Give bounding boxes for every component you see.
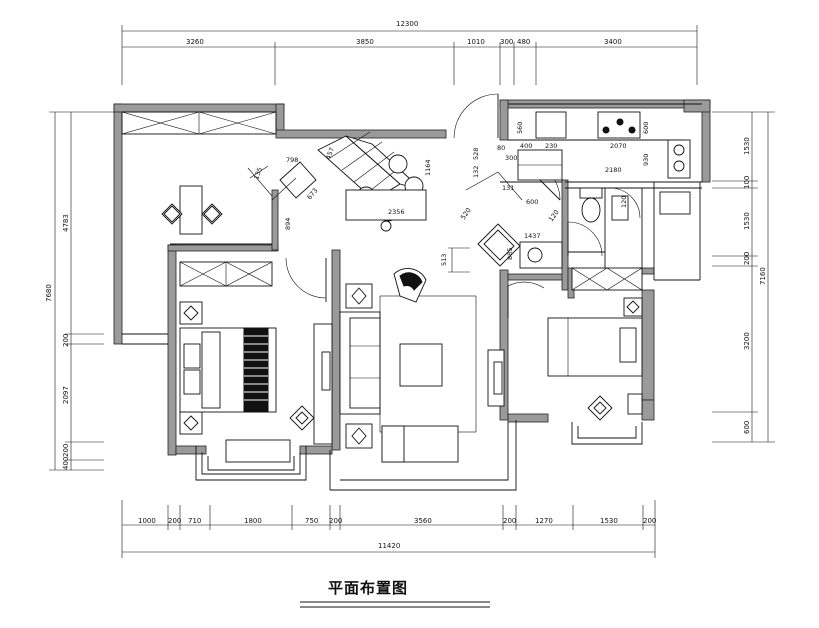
dining-dim-1164: 1164: [424, 159, 432, 176]
corridor-dim-528: 528: [472, 148, 480, 160]
kitchen-dim-400: 400: [520, 142, 532, 150]
left-dimensions: 7680 4783 200 2097 400 200: [45, 111, 120, 471]
living-room: [339, 268, 505, 463]
interior-lines: [121, 103, 702, 491]
left-dimension-4: 400: [62, 457, 70, 470]
kitchen-dim-300: 300: [505, 154, 517, 162]
dining-dim-673: 673: [305, 187, 319, 202]
second-bedroom: [547, 297, 643, 421]
kitchen-dim-2180: 2180: [605, 166, 622, 174]
right-dimension-2: 100: [743, 176, 751, 189]
right-dimension-3: 1530: [743, 212, 751, 230]
bath-dim-120: 120: [620, 196, 628, 208]
bottom-dimension-4: 1800: [244, 517, 262, 525]
top-dimension-5: 480: [517, 38, 530, 46]
bottom-dimension-9: 1270: [535, 517, 553, 525]
left-dimension-3: 2097: [62, 386, 70, 404]
bottom-total-dimension: 11420: [378, 542, 400, 550]
kitchen-dim-2070: 2070: [610, 142, 627, 150]
bottom-dimension-2: 200: [168, 517, 181, 525]
kitchen-dim-560: 560: [516, 122, 524, 134]
corridor-dim-1437: 1437: [524, 232, 541, 240]
bottom-dimension-1: 1000: [138, 517, 156, 525]
bathroom: 120: [571, 187, 691, 291]
corridor-dim-120: 120: [547, 208, 561, 223]
dining-area: 798 457 673 1164 2356 135: [247, 131, 432, 232]
left-dimension-1: 4783: [62, 214, 70, 232]
master-bedroom: [179, 261, 333, 463]
top-dimension-6: 3400: [604, 38, 622, 46]
right-dimension-6: 600: [743, 421, 751, 434]
bottom-dimension-6: 200: [329, 517, 342, 525]
top-dimension-3: 1010: [467, 38, 485, 46]
bottom-dimension-11: 200: [643, 517, 656, 525]
top-dimension-2: 3850: [356, 38, 374, 46]
corridor-dim-600: 600: [526, 198, 538, 206]
corridor-dim-131: 131: [502, 184, 514, 192]
top-dimension-4: 300: [500, 38, 513, 46]
kitchen: 560 400 230 2070 600 80 300 930 2180: [497, 111, 691, 181]
balcony-table-set: [161, 185, 223, 235]
bottom-dimensions: 1000 200 710 1800 750 200 3560 200 1270 …: [121, 500, 656, 558]
kitchen-dim-600: 600: [642, 122, 650, 134]
right-total-dimension: 7160: [759, 267, 767, 285]
corridor-fixtures: 528 132 131 600 120 520 1437 885 513 894: [284, 148, 563, 273]
dining-dim-457: 457: [324, 146, 336, 160]
bottom-dimension-3: 710: [188, 517, 201, 525]
right-dimension-1: 1530: [743, 137, 751, 155]
kitchen-dim-80: 80: [497, 144, 505, 152]
dining-dim-135: 135: [252, 166, 264, 180]
corridor-dim-885: 885: [506, 248, 514, 260]
right-dimensions: 1530 100 1530 200 3200 600 7160: [712, 111, 775, 443]
right-dimension-5: 3200: [743, 332, 751, 350]
top-dimensions: 12300 3260 3850 1010 300 480 3400: [121, 20, 698, 85]
bottom-dimension-5: 750: [305, 517, 318, 525]
secondary-bay-window: [571, 422, 643, 445]
dining-dim-798: 798: [286, 156, 298, 164]
left-dimension-2: 200: [62, 334, 70, 347]
corridor-dim-520: 520: [459, 206, 473, 221]
kitchen-dim-930: 930: [642, 154, 650, 166]
plan-title: 平面布置图: [328, 579, 408, 597]
left-dimension-5: 200: [62, 444, 70, 457]
left-total-dimension: 7680: [45, 284, 53, 302]
corridor-dim-894: 894: [284, 218, 292, 230]
corridor-dim-513: 513: [440, 254, 448, 266]
top-dimension-1: 3260: [186, 38, 204, 46]
bottom-dimension-8: 200: [503, 517, 516, 525]
right-dimension-4: 200: [743, 252, 751, 265]
bottom-dimension-10: 1530: [600, 517, 618, 525]
dining-dim-2356: 2356: [388, 208, 405, 216]
kitchen-dim-230: 230: [545, 142, 557, 150]
bedroom-bay-window: [195, 446, 307, 481]
top-total-dimension: 12300: [396, 20, 418, 28]
bottom-dimension-7: 3560: [414, 517, 432, 525]
drawing-caption: 平面布置图: [300, 579, 490, 608]
corridor-dim-132: 132: [472, 166, 480, 178]
